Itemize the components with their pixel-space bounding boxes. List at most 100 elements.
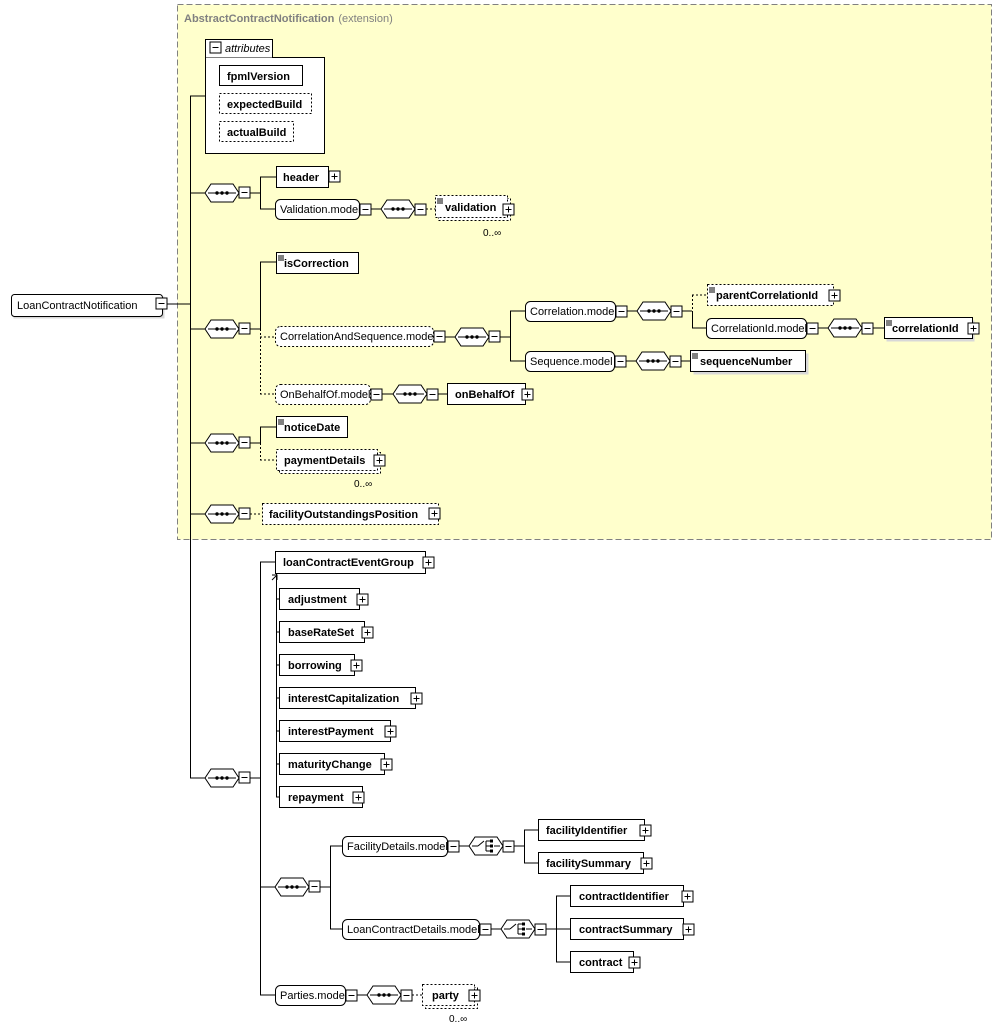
element-validation[interactable]	[435, 195, 508, 218]
onBehalfOf-expand-icon[interactable]	[521, 388, 534, 401]
sequence-icon	[204, 768, 240, 788]
correlation-and-sequence-seq-collapse-icon[interactable]	[488, 330, 501, 343]
correlation-and-sequence-collapse-icon[interactable]	[433, 330, 446, 343]
header-expand-icon[interactable]	[328, 170, 341, 183]
repayment-expand-icon[interactable]	[352, 791, 365, 804]
attr-actualBuild-label: actualBuild	[227, 127, 286, 139]
attr-actualBuild[interactable]	[219, 121, 294, 142]
group-validation-model-label: Validation.model	[280, 204, 361, 216]
correlation-seq-collapse-icon[interactable]	[670, 305, 683, 318]
correlationId-model-collapse-icon[interactable]	[806, 322, 819, 335]
parentCorrelationId-expand-icon[interactable]	[828, 289, 841, 302]
facilitySummary-expand-icon[interactable]	[640, 857, 653, 870]
element-header-label: header	[283, 172, 320, 184]
baseRateSet-expand-icon[interactable]	[361, 626, 374, 639]
group-correlation-model-label: Correlation.model	[530, 306, 617, 318]
group3-collapse-icon[interactable]	[238, 436, 251, 449]
onBehalfOf-model-collapse-icon[interactable]	[370, 388, 383, 401]
element-facilitySummary-label: facilitySummary	[546, 858, 632, 870]
group-correlationId-model-label: CorrelationId.model	[711, 323, 807, 335]
element-party[interactable]	[422, 984, 475, 1006]
element-interestCapitalization-label: interestCapitalization	[288, 693, 400, 705]
element-facilityOutstandingsPosition[interactable]	[262, 503, 439, 525]
validation-seq-collapse-icon[interactable]	[414, 203, 427, 216]
root-collapse-icon[interactable]	[155, 297, 168, 310]
element-onBehalfOf-label: onBehalfOf	[455, 389, 515, 401]
extension-base-label: AbstractContractNotification(extension)	[184, 13, 393, 25]
interestCapitalization-expand-icon[interactable]	[410, 692, 423, 705]
element-contractSummary-label: contractSummary	[579, 924, 673, 936]
loanContractEventGroup-expand-icon[interactable]	[422, 556, 435, 569]
correlationId-expand-icon[interactable]	[967, 322, 980, 335]
sequence-icon	[204, 433, 240, 453]
element-loanContractEventGroup-label: loanContractEventGroup	[283, 557, 414, 569]
root-element-label: LoanContractNotification	[17, 300, 137, 312]
adjustment-expand-icon[interactable]	[356, 593, 369, 606]
loan-contract-choice-collapse-icon[interactable]	[534, 923, 547, 936]
sequence-model-collapse-icon[interactable]	[614, 355, 627, 368]
contract-expand-icon[interactable]	[628, 956, 641, 969]
element-isCorrection-label: isCorrection	[284, 258, 349, 270]
element-facilityIdentifier-label: facilityIdentifier	[546, 825, 628, 837]
paymentDetails-expand-icon[interactable]	[373, 454, 386, 467]
attributes-collapse-icon[interactable]	[209, 41, 222, 54]
borrowing-expand-icon[interactable]	[350, 659, 363, 672]
element-interestPayment-label: interestPayment	[288, 726, 374, 738]
choice-icon	[468, 836, 504, 856]
contractIdentifier-expand-icon[interactable]	[681, 890, 694, 903]
group1-collapse-icon[interactable]	[238, 186, 251, 199]
contractSummary-expand-icon[interactable]	[682, 923, 695, 936]
facility-details-collapse-icon[interactable]	[447, 840, 460, 853]
element-baseRateSet-label: baseRateSet	[288, 627, 354, 639]
party-expand-icon[interactable]	[468, 989, 481, 1002]
group-onBehalfOf-model-label: OnBehalfOf.model	[280, 389, 371, 401]
sequence-icon	[392, 384, 428, 404]
validation-model-collapse-icon[interactable]	[359, 203, 372, 216]
element-facilityOutstandingsPosition-label: facilityOutstandingsPosition	[269, 509, 418, 521]
element-isCorrection[interactable]	[276, 252, 359, 274]
element-paymentDetails[interactable]	[276, 449, 378, 471]
sequence-icon	[827, 318, 863, 338]
sequence-icon	[204, 504, 240, 524]
group2-collapse-icon[interactable]	[238, 322, 251, 335]
element-noticeDate[interactable]	[276, 416, 348, 438]
group-loan-contract-details-model-label: LoanContractDetails.model	[347, 924, 480, 936]
facility-choice-collapse-icon[interactable]	[502, 840, 515, 853]
details-seq-collapse-icon[interactable]	[308, 880, 321, 893]
attr-fpmlVersion[interactable]	[219, 65, 303, 86]
facilityOutstandingsPosition-expand-icon[interactable]	[428, 507, 441, 520]
element-sequenceNumber-label: sequenceNumber	[700, 356, 793, 368]
element-contract-label: contract	[579, 957, 623, 969]
sequence-icon	[636, 301, 672, 321]
facilityIdentifier-expand-icon[interactable]	[639, 824, 652, 837]
group-correlation-and-sequence-model-label: CorrelationAndSequence.model	[280, 331, 436, 343]
loan-contract-details-collapse-icon[interactable]	[479, 923, 492, 936]
element-parentCorrelationId-label: parentCorrelationId	[716, 290, 818, 302]
parties-seq-collapse-icon[interactable]	[400, 989, 413, 1002]
sequence-icon	[635, 351, 671, 371]
sequence-icon	[454, 327, 490, 347]
validation-expand-icon[interactable]	[502, 203, 515, 216]
group5-collapse-icon[interactable]	[238, 771, 251, 784]
sequence-seq-collapse-icon[interactable]	[669, 355, 682, 368]
correlationId-seq-collapse-icon[interactable]	[861, 322, 874, 335]
choice-icon	[500, 919, 536, 939]
parties-model-collapse-icon[interactable]	[345, 989, 358, 1002]
group-parties-model-label: Parties.model	[280, 990, 347, 1002]
group4-collapse-icon[interactable]	[238, 507, 251, 520]
group-facility-details-model-label: FacilityDetails.model	[347, 841, 448, 853]
maturityChange-expand-icon[interactable]	[380, 758, 393, 771]
element-noticeDate-label: noticeDate	[284, 422, 340, 434]
element-adjustment-label: adjustment	[288, 594, 347, 606]
correlation-model-collapse-icon[interactable]	[615, 305, 628, 318]
element-sequenceNumber[interactable]	[690, 350, 806, 372]
validation-cardinality: 0..∞	[483, 228, 501, 239]
element-repayment-label: repayment	[288, 792, 344, 804]
sequence-icon	[380, 199, 416, 219]
sequence-icon	[274, 877, 310, 897]
attr-fpmlVersion-label: fpmlVersion	[227, 71, 290, 83]
interestPayment-expand-icon[interactable]	[384, 725, 397, 738]
onBehalfOf-seq-collapse-icon[interactable]	[426, 388, 439, 401]
attr-expectedBuild[interactable]	[219, 93, 312, 114]
